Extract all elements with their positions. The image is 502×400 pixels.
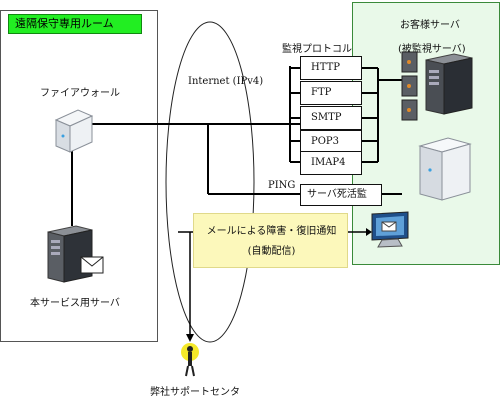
internet-cloud-ellipse (165, 21, 255, 343)
firewall-icon (54, 108, 94, 154)
customer-white-server-icon (418, 136, 472, 202)
notification-box: メールによる障害・復旧通知 (自動配信) (193, 213, 348, 268)
customer-tower-server-icon (424, 52, 476, 118)
service-server-label: 本サービス用サーバ (30, 298, 120, 309)
mail-envelope-icon (80, 256, 104, 274)
customer-server-title: お客様サーバ (400, 20, 460, 31)
ping-label: PING (268, 180, 296, 191)
support-center-label: 弊社サポートセンタ (150, 387, 240, 398)
customer-server-subtitle: (被監視サーバ) (398, 44, 466, 55)
maintenance-room-panel (0, 10, 158, 342)
mail-monitor-icon (368, 210, 412, 250)
protocol-http: HTTP (300, 56, 362, 80)
rack-server-icon (400, 50, 420, 122)
notification-line2: (自動配信) (247, 246, 296, 257)
notification-line1: メールによる障害・復旧通知 (206, 226, 337, 237)
protocol-imap4: IMAP4 (300, 151, 362, 175)
internet-label: Internet (IPv4) (188, 76, 264, 87)
protocol-smtp: SMTP (300, 106, 362, 130)
service-server-icon (46, 224, 98, 286)
alive-check-box: サーバ死活監 (300, 184, 382, 206)
maintenance-room-title: 遠隔保守専用ルーム (8, 14, 142, 34)
firewall-label: ファイアウォール (40, 88, 120, 99)
protocol-ftp: FTP (300, 81, 362, 105)
protocol-header: 監視プロトコル (282, 44, 352, 55)
support-person-icon (178, 342, 202, 380)
